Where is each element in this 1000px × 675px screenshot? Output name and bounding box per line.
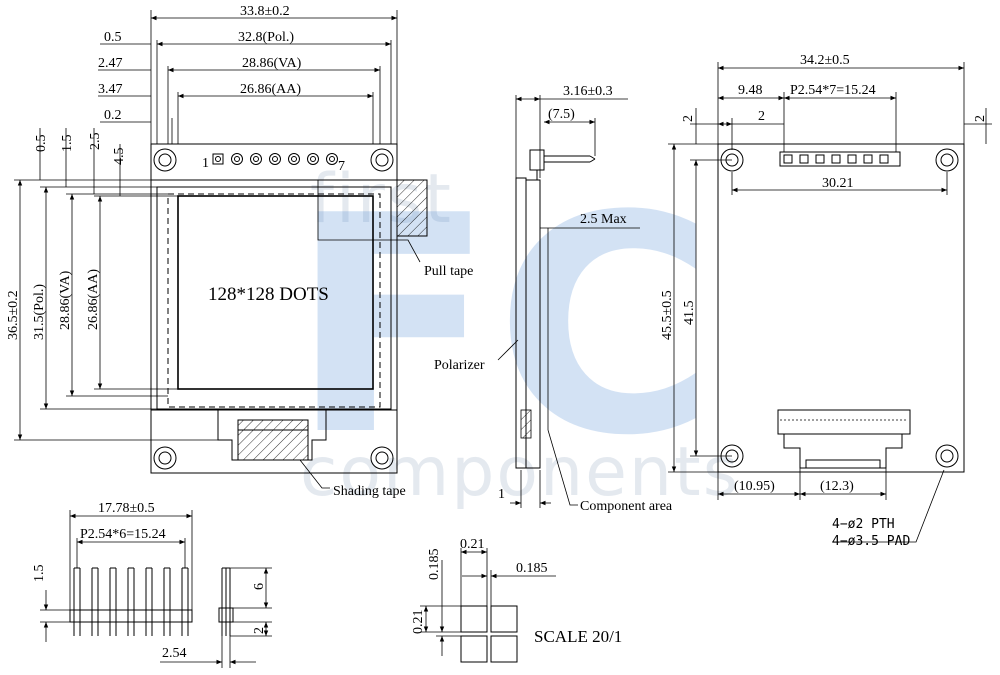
back-fpc-connector (777, 409, 911, 469)
watermark-big-letters: FC (290, 152, 715, 501)
watermark: first FC components (290, 152, 738, 512)
back-dim-fpc-width: (12.3) (820, 479, 854, 494)
back-hole-pad-note: 4−ø3.5 PAD (832, 534, 910, 549)
front-pcb-outline (150, 143, 398, 474)
header-dim-six: 6 (252, 583, 267, 590)
scale-dot-tl (460, 605, 488, 633)
front-polarizer (156, 186, 392, 410)
back-dim-pitch: P2.54*7=15.24 (790, 83, 876, 98)
front-shading-tape-label: Shading tape (333, 484, 406, 499)
scale-dim-c: 0.185 (516, 561, 548, 576)
front-shading-tape (237, 419, 309, 461)
header-dim-two: 2 (252, 627, 267, 634)
dim-width-aa: 26.86(AA) (240, 82, 301, 97)
front-mount-hole-tr (370, 148, 394, 172)
header-dim-pin-top: 1.5 (32, 565, 47, 583)
scale-label: SCALE 20/1 (534, 627, 622, 646)
dim-left-0.2: 0.2 (104, 108, 122, 123)
back-dim-pin-offset: 9.48 (738, 83, 763, 98)
front-pin-last-label: 7 (338, 159, 345, 174)
dim-left-0.5: 0.5 (104, 30, 122, 45)
front-mount-hole-bl (153, 446, 177, 470)
side-panel-pcb (525, 179, 541, 469)
front-pull-tape-label: Pull tape (424, 264, 473, 279)
dim-height-total: 36.5±0.2 (6, 290, 21, 340)
scale-dot-tr (490, 605, 518, 633)
scale-dim-d: 0.21 (411, 610, 426, 635)
dim-height-aa: 26.86(AA) (86, 269, 101, 330)
back-mount-hole-br (935, 444, 959, 468)
back-header-pads (779, 151, 901, 167)
scale-dot-bl (460, 635, 488, 663)
back-dim-two-left: 2 (681, 115, 696, 122)
back-dim-hole-span: 30.21 (822, 176, 854, 191)
dim-vert-4.5: 4.5 (112, 148, 127, 166)
header-pins (69, 567, 193, 636)
dim-height-va: 28.86(VA) (58, 270, 73, 330)
dim-vert-1.5: 1.5 (60, 135, 75, 153)
front-viewing-area (167, 193, 381, 408)
header-dim-spacing: 2.54 (162, 646, 187, 661)
dim-width-total: 33.8±0.2 (240, 4, 290, 19)
back-view: 34.2±0.5 9.48 P2.54*7=15.24 2 45.5±0.5 4… (660, 53, 992, 549)
front-view: 1 7 Pull tape Shading tape 128*128 DOTS … (6, 4, 473, 499)
front-pull-tape (396, 179, 428, 237)
dim-vert-2.5: 2.5 (88, 133, 103, 151)
front-pin-pads (212, 153, 338, 165)
side-view: 3.16±0.3 (7.5) 2.5 Max Polarizer 1 Compo… (434, 84, 673, 514)
side-dim-thickness: 3.16±0.3 (563, 84, 613, 99)
back-dim-height: 45.5±0.5 (660, 290, 675, 340)
front-dots-label: 128*128 DOTS (208, 284, 329, 305)
dim-vert-0.5: 0.5 (34, 135, 49, 153)
back-dim-width: 34.2±0.5 (800, 53, 850, 68)
back-dim-hole-height: 41.5 (682, 301, 697, 326)
side-dim-pin-length: (7.5) (548, 107, 575, 122)
dim-left-3.47: 3.47 (98, 82, 123, 97)
front-mount-hole-tl (153, 148, 177, 172)
front-pin-first-label: 1 (202, 156, 209, 171)
dim-height-pol: 31.5(Pol.) (32, 284, 47, 340)
front-mount-hole-br (370, 446, 394, 470)
back-dim-fpc-offset: (10.95) (734, 479, 775, 494)
header-dim-width: 17.78±0.5 (98, 501, 155, 516)
scale-view: 0.21 0.185 0.21 0.185 SCALE 20/1 (411, 537, 622, 663)
back-dim-two-left-h: 2 (758, 109, 765, 124)
dim-width-pol: 32.8(Pol.) (238, 30, 294, 45)
scale-dot-br (490, 635, 518, 663)
side-component-area-label: Component area (580, 499, 673, 514)
dim-left-2.47: 2.47 (98, 56, 123, 71)
side-polarizer-label: Polarizer (434, 358, 485, 373)
back-pcb-outline (717, 143, 965, 473)
back-mount-hole-tr (935, 148, 959, 172)
back-hole-pth-note: 4−ø2 PTH (832, 517, 895, 532)
scale-dim-b: 0.21 (460, 537, 485, 552)
side-dim-one: 1 (498, 487, 505, 502)
back-dim-two-right: 2 (973, 115, 988, 122)
scale-dim-a: 0.185 (427, 549, 442, 581)
side-dim-max: 2.5 Max (580, 212, 627, 227)
header-dim-pitch: P2.54*6=15.24 (80, 527, 166, 542)
dim-width-va: 28.86(VA) (242, 56, 302, 71)
header-view: 17.78±0.5 P2.54*6=15.24 1.5 6 2 2.54 (32, 501, 272, 668)
front-active-area (177, 195, 374, 390)
